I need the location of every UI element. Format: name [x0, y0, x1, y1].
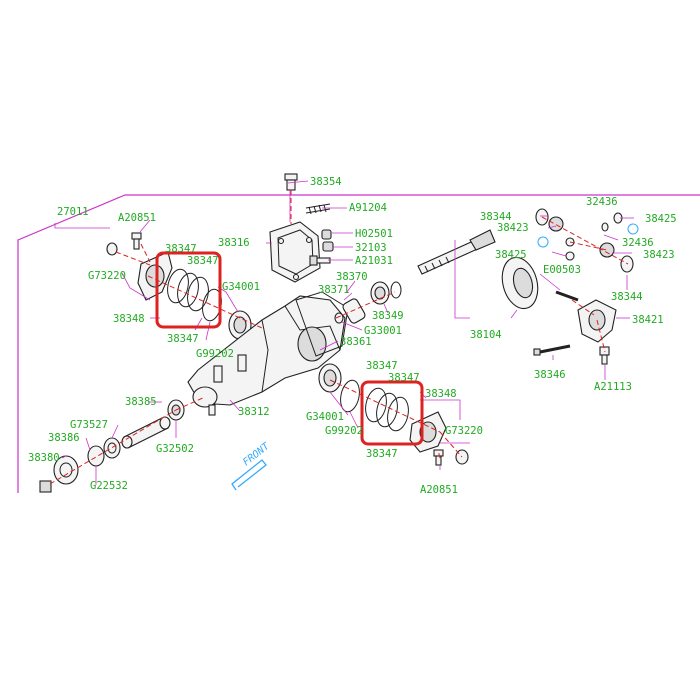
seal-g34001-right-icon: [318, 363, 342, 393]
circle-marker-icons: [537, 223, 639, 248]
label-38370: 38370: [336, 271, 368, 283]
label-g73527: G73527: [70, 419, 108, 431]
bolt-a20851-left-icon: [131, 232, 142, 250]
label-a20851-left: A20851: [118, 212, 156, 224]
seal-g22532-icon: [87, 445, 105, 467]
label-g33001: G33001: [364, 325, 402, 337]
plug-h02501-icon: [321, 229, 332, 240]
label-38371: 38371: [318, 284, 350, 296]
bolt-a21031-icon: [309, 255, 331, 266]
shaft-38346-icon: [533, 344, 571, 356]
label-e00503: E00503: [543, 264, 581, 276]
differential-carrier-38312-icon: [187, 295, 346, 416]
nut-38371-icon: [334, 312, 344, 324]
plug-32103-icon: [322, 241, 334, 252]
oring-g99202-right-icon: [340, 379, 360, 413]
label-38421: 38421: [632, 314, 664, 326]
label-38361: 38361: [340, 336, 372, 348]
stud-a91204-icon: [305, 203, 331, 215]
label-38349: 38349: [372, 310, 404, 322]
label-38346: 38346: [534, 369, 566, 381]
pinion-shaft-38104-icon: [417, 229, 496, 275]
bearing-38349-icon: [370, 281, 402, 305]
label-32436-right: 32436: [622, 237, 654, 249]
washer-38425-left-icon: [565, 251, 575, 261]
label-g32502: G32502: [156, 443, 194, 455]
label-a91204: A91204: [349, 202, 387, 214]
label-38316: 38316: [218, 237, 250, 249]
label-38104: 38104: [470, 329, 502, 341]
label-38348-right: 38348: [425, 388, 457, 400]
label-38425-left: 38425: [495, 249, 527, 261]
label-38344-lower: 38344: [611, 291, 643, 303]
flange-38380-icon: [39, 455, 79, 493]
bearing-g32502-icon: [167, 399, 185, 421]
label-32436-upper: 32436: [586, 196, 618, 208]
assembly-border: [17, 194, 700, 493]
label-38380: 38380: [28, 452, 60, 464]
label-38348-left: 38348: [113, 313, 145, 325]
part-number-labels: 38354 27011 A91204 38316 H02501 32103 A2…: [28, 176, 677, 496]
label-38423-upper: 38423: [497, 222, 529, 234]
label-38347-e: 38347: [388, 372, 420, 384]
rear-cover-38316-icon: [269, 221, 321, 283]
side-cover-left-icon: [137, 251, 173, 301]
assembly-dash-lines: [49, 190, 629, 485]
label-38312: 38312: [238, 406, 270, 418]
pinion-shaft-38385-icon: [121, 416, 171, 449]
label-a21113: A21113: [594, 381, 632, 393]
label-38347-f: 38347: [366, 448, 398, 460]
shims-38347-right-icon: [365, 387, 409, 432]
front-arrow-icon: [231, 459, 267, 491]
label-g73220-left: G73220: [88, 270, 126, 282]
label-g22532: G22532: [90, 480, 128, 492]
label-g73220-right: G73220: [445, 425, 483, 437]
label-h02501: H02501: [355, 228, 393, 240]
label-a20851-right: A20851: [420, 484, 458, 496]
label-38386: 38386: [48, 432, 80, 444]
shims-38347-left-icon: [167, 268, 209, 312]
collapsible-spacer-38370-icon: [342, 298, 366, 324]
label-38347-b: 38347: [187, 255, 219, 267]
label-38347-a: 38347: [165, 243, 197, 255]
highlight-box-right-shims: [360, 380, 424, 446]
part-shapes: [39, 173, 639, 493]
label-38425-right: 38425: [645, 213, 677, 225]
pinion-gear-38423-right-icon: [599, 242, 615, 258]
ring-gear-38104-icon: [501, 256, 539, 310]
label-32103: 32103: [355, 242, 387, 254]
label-38344-upper: 38344: [480, 211, 512, 223]
label-a21031: A21031: [355, 255, 393, 267]
pinion-gear-38423-upper-icon: [548, 216, 564, 232]
label-38385: 38385: [125, 396, 157, 408]
label-38347-c: 38347: [167, 333, 199, 345]
washer-left-icon: [106, 242, 118, 256]
bearing-g73527-icon: [103, 437, 121, 459]
bolt-a20851-right-icon: [433, 449, 444, 466]
gasket-38361-icon: [295, 291, 349, 357]
label-g99202-right: G99202: [325, 425, 363, 437]
bolt-a21113-icon: [599, 346, 610, 365]
label-g34001-left: G34001: [222, 281, 260, 293]
seal-g34001-left-icon: [228, 310, 252, 340]
highlight-box-left-shims: [155, 251, 222, 329]
label-38347-d: 38347: [366, 360, 398, 372]
label-27011: 27011: [57, 206, 89, 218]
washer-32436-right-icon: [601, 222, 609, 232]
label-38423-right: 38423: [643, 249, 675, 261]
label-38354: 38354: [310, 176, 342, 188]
pin-e00503-icon: [555, 290, 579, 302]
label-g99202-left: G99202: [196, 348, 234, 360]
label-g34001-right: G34001: [306, 411, 344, 423]
